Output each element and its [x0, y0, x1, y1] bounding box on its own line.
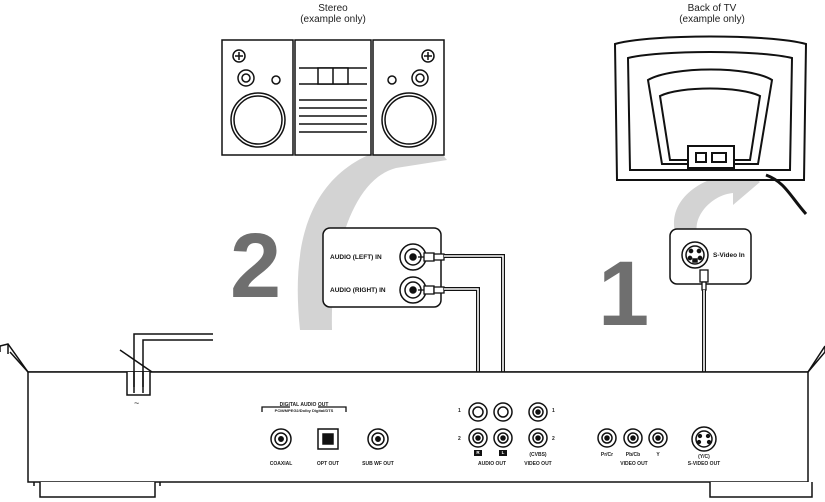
video-out-2-jack — [528, 428, 548, 448]
row-2-label: 2 — [458, 436, 461, 442]
audio-left-in-jack — [399, 243, 427, 271]
pb-cb-jack — [623, 428, 643, 448]
l-marker — [499, 450, 507, 456]
power-cord — [119, 333, 213, 396]
audio-out-l2-jack — [493, 428, 513, 448]
sub-wf-out-label: SUB WF OUT — [362, 461, 394, 467]
audio-connection-arrow — [297, 140, 447, 330]
coaxial-label: COAXIAL — [269, 461, 293, 467]
jack-r-label: R — [476, 450, 480, 455]
dvd-rear-panel — [0, 343, 825, 498]
sub-wf-out-jack — [367, 428, 389, 450]
row-1-label: 1 — [458, 408, 461, 414]
yc-label: (Y/C) — [698, 454, 710, 460]
component-video-out-label: VIDEO OUT — [620, 461, 648, 467]
digital-audio-out-label: DIGITAL AUDIO OUT — [279, 402, 329, 408]
audio-out-label: AUDIO OUT — [477, 461, 507, 467]
tv-caption-line1: Back of TV — [687, 3, 737, 14]
audio-out-r2-jack — [468, 428, 488, 448]
svideo-plug-top — [699, 269, 709, 291]
s-video-out-jack — [691, 426, 717, 452]
audio-out-r1-jack — [468, 402, 488, 422]
coaxial-jack — [270, 428, 292, 450]
y-jack — [648, 428, 668, 448]
audio-right-in-label: AUDIO (RIGHT) IN — [330, 287, 386, 294]
step-1-number: 1 — [598, 243, 650, 345]
stereo-caption-line2: (example only) — [300, 14, 366, 25]
pr-cr-jack — [597, 428, 617, 448]
stereo-illustration — [221, 39, 445, 156]
stereo-caption-line1: Stereo — [318, 3, 348, 14]
tv-illustration — [613, 35, 808, 215]
video-out-1-jack — [528, 402, 548, 422]
digital-audio-bracket — [261, 406, 347, 412]
video-out-label: VIDEO OUT — [524, 461, 552, 467]
rca-plug-right — [418, 285, 445, 295]
video-row-1-label: 1 — [552, 408, 555, 414]
svideo-in-label: S-Video In — [713, 252, 745, 259]
video-row-2-label: 2 — [552, 436, 555, 442]
tv-caption: Back of TV (example only) — [662, 3, 762, 25]
pr-cr-label: Pr/Cr — [600, 452, 614, 458]
ac-symbol: ~ — [134, 398, 140, 408]
tv-caption-line2: (example only) — [679, 14, 745, 25]
jack-l-label: L — [501, 450, 505, 455]
y-label: Y — [656, 452, 660, 458]
svideo-in-jack — [681, 241, 709, 269]
pb-cb-label: Pb/Cb — [625, 452, 641, 458]
r-marker — [474, 450, 482, 456]
digital-formats-label: PCM/MPEG2/Dolby Digital/DTS — [274, 408, 334, 413]
stereo-caption: Stereo (example only) — [283, 3, 383, 25]
optical-out-jack — [317, 428, 339, 450]
audio-out-l1-jack — [493, 402, 513, 422]
audio-right-in-jack — [399, 276, 427, 304]
cvbs-label: (CVBS) — [529, 452, 547, 458]
audio-left-in-label: AUDIO (LEFT) IN — [330, 254, 382, 261]
step-2-number: 2 — [230, 215, 282, 317]
opt-out-label: OPT OUT — [316, 461, 340, 467]
s-video-out-label: S-VIDEO OUT — [687, 461, 721, 467]
